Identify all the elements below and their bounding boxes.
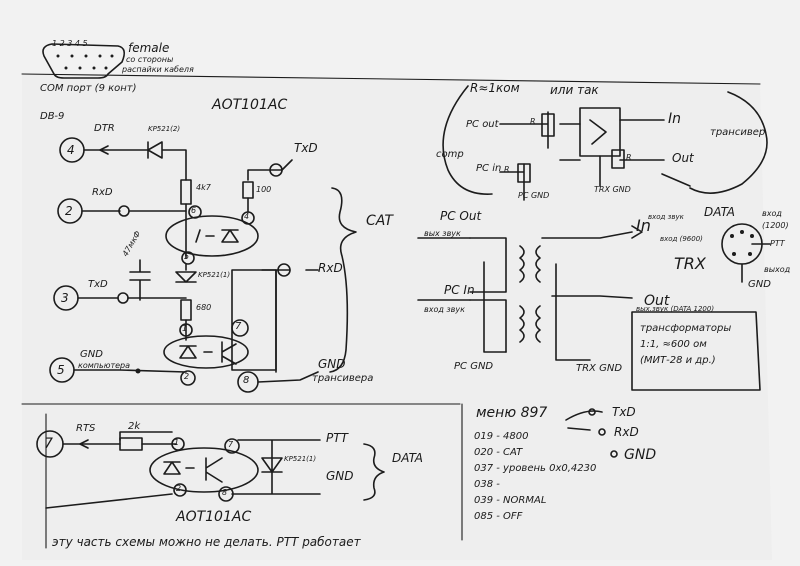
transformers-label-3: (МИТ-28 и др.) bbox=[640, 355, 716, 366]
pc-gnd-mid-label: PC GND bbox=[454, 361, 494, 372]
opto-pin-4: 4 bbox=[244, 212, 250, 221]
pc-in-label: PC in bbox=[476, 163, 502, 174]
pc-out-mid-label: PC Out bbox=[440, 209, 482, 223]
female-sub-1: со стороны bbox=[126, 55, 174, 64]
opto-pin-2: 2 bbox=[184, 372, 190, 381]
r-680-label: 680 bbox=[196, 303, 212, 312]
transceiver-label: трансивер bbox=[710, 127, 766, 138]
diode-dtr-label: KP521(2) bbox=[148, 125, 181, 133]
din-data-label: DATA bbox=[704, 205, 736, 219]
menu-title: меню 897 bbox=[476, 405, 548, 421]
bottom-data-label: DATA bbox=[392, 451, 424, 465]
gnd-comp-label: GND bbox=[80, 349, 103, 360]
pin4-label: 4 bbox=[67, 143, 75, 157]
menu-item-1: 019 - 4800 bbox=[474, 431, 529, 442]
r-2k-label: 2k bbox=[128, 421, 141, 432]
bottom-opto-title: AOT101AC bbox=[176, 509, 252, 525]
pin7-label: 7 bbox=[44, 436, 53, 452]
menu-item-2: 020 - CAT bbox=[474, 447, 523, 458]
mid-out-label: Out bbox=[644, 293, 670, 309]
din-gnd-label: GND bbox=[748, 279, 771, 290]
din-ptt-label: PTT bbox=[770, 239, 785, 248]
rxd-right-label: RxD bbox=[318, 261, 343, 275]
opto-pin-8: 8 bbox=[243, 375, 250, 386]
comp-label: comp bbox=[436, 149, 464, 160]
pc-out-mid-sub: вых звук bbox=[424, 229, 461, 238]
gnd-trx-sub: трансивера bbox=[312, 373, 374, 384]
female-sub-2: распайки кабеля bbox=[122, 65, 194, 74]
trx-in-label: In bbox=[668, 111, 682, 127]
gnd-comp-sub: компьютера bbox=[78, 361, 131, 370]
opto-pin-7: 7 bbox=[235, 321, 242, 332]
menu-item-5: 039 - NORMAL bbox=[474, 495, 547, 506]
bottom-note: эту часть схемы можно не делать. PTT раб… bbox=[52, 535, 361, 549]
mid-in-label: In bbox=[636, 216, 651, 235]
bottom-gnd-label: GND bbox=[326, 469, 354, 483]
transformers-label-2: 1:1, ≈600 ом bbox=[640, 339, 707, 350]
resistor-label-2: R bbox=[504, 165, 510, 174]
trx-out-label: Out bbox=[672, 151, 694, 165]
mid-out-sub: вых.звук (DATA 1200) bbox=[636, 305, 715, 313]
rxd-left-label: RxD bbox=[92, 187, 113, 198]
menu-gnd-label: GND bbox=[624, 447, 657, 463]
com-port-label: COM порт (9 конт) bbox=[40, 83, 137, 94]
menu-txd-label: TxD bbox=[612, 405, 636, 419]
pin2-label: 2 bbox=[65, 204, 73, 218]
mid-in-sub-2: вход (9600) bbox=[660, 235, 703, 243]
mid-in-sub-1: вход звук bbox=[648, 213, 684, 221]
pin3-label: 3 bbox=[61, 291, 69, 305]
menu-item-6: 085 - OFF bbox=[474, 511, 523, 522]
din-data-in-2: (1200) bbox=[762, 221, 789, 230]
or-label: или так bbox=[550, 83, 599, 97]
zener-label: KP521(1) bbox=[198, 271, 231, 279]
pc-gnd-top-label: PC GND bbox=[518, 191, 550, 200]
trx-mid-label: TRX bbox=[674, 254, 706, 273]
pc-out-label: PC out bbox=[466, 119, 499, 130]
opto-pin-6: 6 bbox=[191, 206, 197, 215]
menu-rxd-label: RxD bbox=[614, 425, 639, 439]
dtr-label: DTR bbox=[94, 123, 115, 134]
pin5-label: 5 bbox=[57, 363, 65, 377]
txd-right-label: TxD bbox=[294, 141, 318, 155]
optocoupler-title: AOT101AC bbox=[212, 97, 288, 113]
pc-in-mid-label: PC In bbox=[444, 283, 475, 297]
r-100-label: 100 bbox=[256, 185, 272, 194]
opto-pin-1: 1 bbox=[182, 324, 188, 333]
opto-pin-5: 5 bbox=[184, 252, 190, 261]
female-label: female bbox=[128, 41, 170, 55]
din-data-in-1: вход bbox=[762, 209, 782, 218]
bottom-opto-pin-2: 2 bbox=[176, 484, 182, 493]
ptt-label: PTT bbox=[326, 431, 348, 445]
txd-left-label: TxD bbox=[88, 279, 108, 290]
gnd-trx-label: GND bbox=[318, 357, 346, 371]
menu-item-3: 037 - уровень 0x0,4230 bbox=[474, 463, 597, 474]
db9-pin-numbers: 1 2 3 4 5 bbox=[52, 39, 88, 48]
db9-label: DB-9 bbox=[40, 111, 65, 122]
menu-item-4: 038 - bbox=[474, 479, 500, 490]
din-data-out-label: выход bbox=[764, 265, 791, 274]
r-note-label: R≈1ком bbox=[470, 81, 520, 95]
transformers-label-1: трансформаторы bbox=[640, 323, 732, 334]
bottom-opto-pin-7: 7 bbox=[228, 440, 234, 449]
pc-in-mid-sub: вход звук bbox=[424, 305, 465, 314]
resistor-label-3: R bbox=[626, 153, 632, 162]
cat-label: CAT bbox=[366, 213, 393, 229]
bottom-opto-pin-8: 8 bbox=[222, 488, 228, 497]
bottom-zener-label: KP521(1) bbox=[284, 455, 317, 463]
trx-gnd-top-label: TRX GND bbox=[594, 185, 631, 194]
trx-gnd-mid-label: TRX GND bbox=[576, 363, 623, 374]
bottom-opto-pin-1: 1 bbox=[174, 438, 180, 447]
r-4k7-label: 4k7 bbox=[196, 183, 211, 192]
resistor-label-1: R bbox=[530, 117, 536, 126]
rts-label: RTS bbox=[76, 423, 96, 434]
